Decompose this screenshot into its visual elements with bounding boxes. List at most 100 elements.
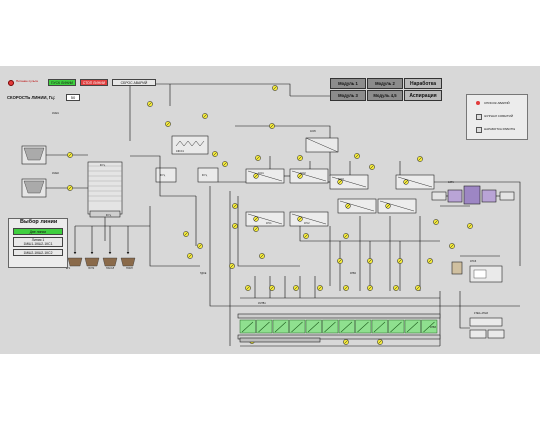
sieve-diag xyxy=(339,200,375,212)
line-option-2[interactable]: 1МШ2-1КШ2-1КС2 xyxy=(13,249,63,256)
filter-unit-1 xyxy=(171,135,209,155)
motor-icon-mark xyxy=(450,244,454,248)
sieve-diag xyxy=(379,200,415,212)
pipe-line xyxy=(459,291,470,329)
pipe-line xyxy=(209,186,520,307)
motor-icon-mark xyxy=(468,224,472,228)
main-mixer xyxy=(87,161,123,215)
module-2-button[interactable]: Модуль 2 xyxy=(367,78,403,89)
equipment-label: ТДСЕ xyxy=(200,272,207,275)
motor-icon-mark xyxy=(223,162,227,166)
sieve-diag xyxy=(247,213,283,225)
equipment-label: 1ФСС1 xyxy=(176,150,185,153)
screw-conveyor xyxy=(469,317,503,327)
top-pipe-4 xyxy=(235,125,331,176)
sieve-diag xyxy=(331,176,367,188)
alarm-list-icon xyxy=(476,101,480,105)
motor-icon-mark xyxy=(203,114,207,118)
sieve-section-mark xyxy=(241,321,254,333)
motor-icon-mark xyxy=(338,180,342,184)
line-option-two-lines[interactable]: Две линии xyxy=(13,228,63,235)
pipe-line xyxy=(434,181,521,266)
sieve-section-mark xyxy=(373,321,386,333)
equipment-label: ПАССЛ xyxy=(106,267,115,270)
start-line-button[interactable]: ПУСК ЛИНИИ xyxy=(48,79,76,86)
equipment-label: 1КС5 xyxy=(310,130,316,133)
line-speed-label: СКОРОСТЬ ЛИНИИ, Гц: xyxy=(7,95,56,100)
separator-1 xyxy=(155,167,177,183)
equipment-label: 1МЖ2 xyxy=(52,172,60,175)
worktime-button[interactable]: НАРАБОТКА РАБОТЫ xyxy=(484,126,516,131)
line-speed-input[interactable]: 50 xyxy=(66,94,80,101)
equipment-label: 1ПСЗ xyxy=(470,260,477,263)
sieve-section-mark xyxy=(307,321,320,333)
silo-icon xyxy=(84,257,100,267)
arrow-down-icon xyxy=(126,252,130,255)
bottom-conveyor xyxy=(239,337,321,343)
motor-icon-mark xyxy=(184,232,188,236)
line-option-1[interactable]: Линия 1 1МШ1-1КШ2-1КС1 xyxy=(13,237,63,247)
filter-zigzag xyxy=(175,140,205,147)
narabotka-button[interactable]: Наработка xyxy=(404,78,442,89)
cyclone-right xyxy=(481,189,497,203)
mixer-base xyxy=(89,210,121,218)
motor-icon-mark xyxy=(428,259,432,263)
pipe-line xyxy=(130,155,196,197)
equipment-label: 1ГС2 xyxy=(304,222,310,225)
motor-icon-mark xyxy=(416,286,420,290)
motor-icon-mark xyxy=(370,165,374,169)
stop-line-button[interactable]: СТОП ЛИНИИ xyxy=(80,79,108,86)
bin-small xyxy=(451,261,463,275)
motor-icon-mark xyxy=(230,264,234,268)
motor-icon-mark xyxy=(148,102,152,106)
motor-icon-mark xyxy=(338,259,342,263)
storage-hopper-2 xyxy=(23,180,45,194)
top-pipe-1 xyxy=(129,83,291,141)
silo-icon xyxy=(120,257,136,267)
equipment-label: 1МТВ1 xyxy=(258,302,266,305)
equipment-label: 1ЗР1 xyxy=(448,181,454,184)
motor-icon-mark xyxy=(386,204,390,208)
event-log-button[interactable]: ЖУРНАЛ СОБЫТИЙ xyxy=(484,113,513,118)
motor-icon-mark xyxy=(254,227,258,231)
aspiration-button[interactable]: Аспирация xyxy=(404,90,442,101)
pipe-line xyxy=(237,196,300,267)
motor-icon-mark xyxy=(298,217,302,221)
line-select-title: Выбор линии xyxy=(20,219,58,225)
motor-icon-mark xyxy=(355,154,359,158)
sieve-section-mark xyxy=(357,321,369,333)
motor-icon-mark xyxy=(344,286,348,290)
sieve-section-mark xyxy=(340,321,353,333)
motor-icon-mark xyxy=(344,340,348,344)
motor-icon-mark xyxy=(344,234,348,238)
module-1-button[interactable]: Модуль 1 xyxy=(330,78,366,89)
power-indicator-label: Питание пульта xyxy=(16,79,38,83)
line-option-1-title: Линия 1 xyxy=(31,238,45,242)
motor-icon-mark xyxy=(368,259,372,263)
equipment-label: 1НВ3 xyxy=(430,326,437,329)
motor-icon-mark xyxy=(68,186,72,190)
sieve-top-bar xyxy=(237,313,441,319)
output-box-2 xyxy=(487,329,505,339)
sieve-section-mark xyxy=(258,321,270,333)
motor-icon-mark xyxy=(198,244,202,248)
event-log-icon xyxy=(476,114,482,120)
motor-icon-mark xyxy=(256,156,260,160)
motor-icon-mark xyxy=(398,259,402,263)
storage-hopper-1 xyxy=(23,147,45,161)
sieve-section-mark xyxy=(291,321,303,333)
reset-alarms-button[interactable]: СБРОС АВАРИЙ xyxy=(112,79,156,86)
motor-icon-mark xyxy=(68,153,72,157)
module-3-button[interactable]: Модуль 3 xyxy=(330,90,366,101)
equipment-label: 1КС1 xyxy=(258,172,264,175)
worktime-icon xyxy=(476,127,482,133)
sorter-diag xyxy=(305,137,339,153)
equipment-label: 1КС3 xyxy=(338,178,344,181)
alarm-list-button[interactable]: СПИСОК АВАРИЙ xyxy=(484,100,510,105)
module-45-button[interactable]: Модуль 4,5 xyxy=(367,90,403,101)
equipment-label: ЛОТ2 xyxy=(88,267,95,270)
equipment-label: 1КС2 xyxy=(300,172,306,175)
motor-icon-mark xyxy=(404,180,408,184)
motor-icon-mark xyxy=(233,204,237,208)
